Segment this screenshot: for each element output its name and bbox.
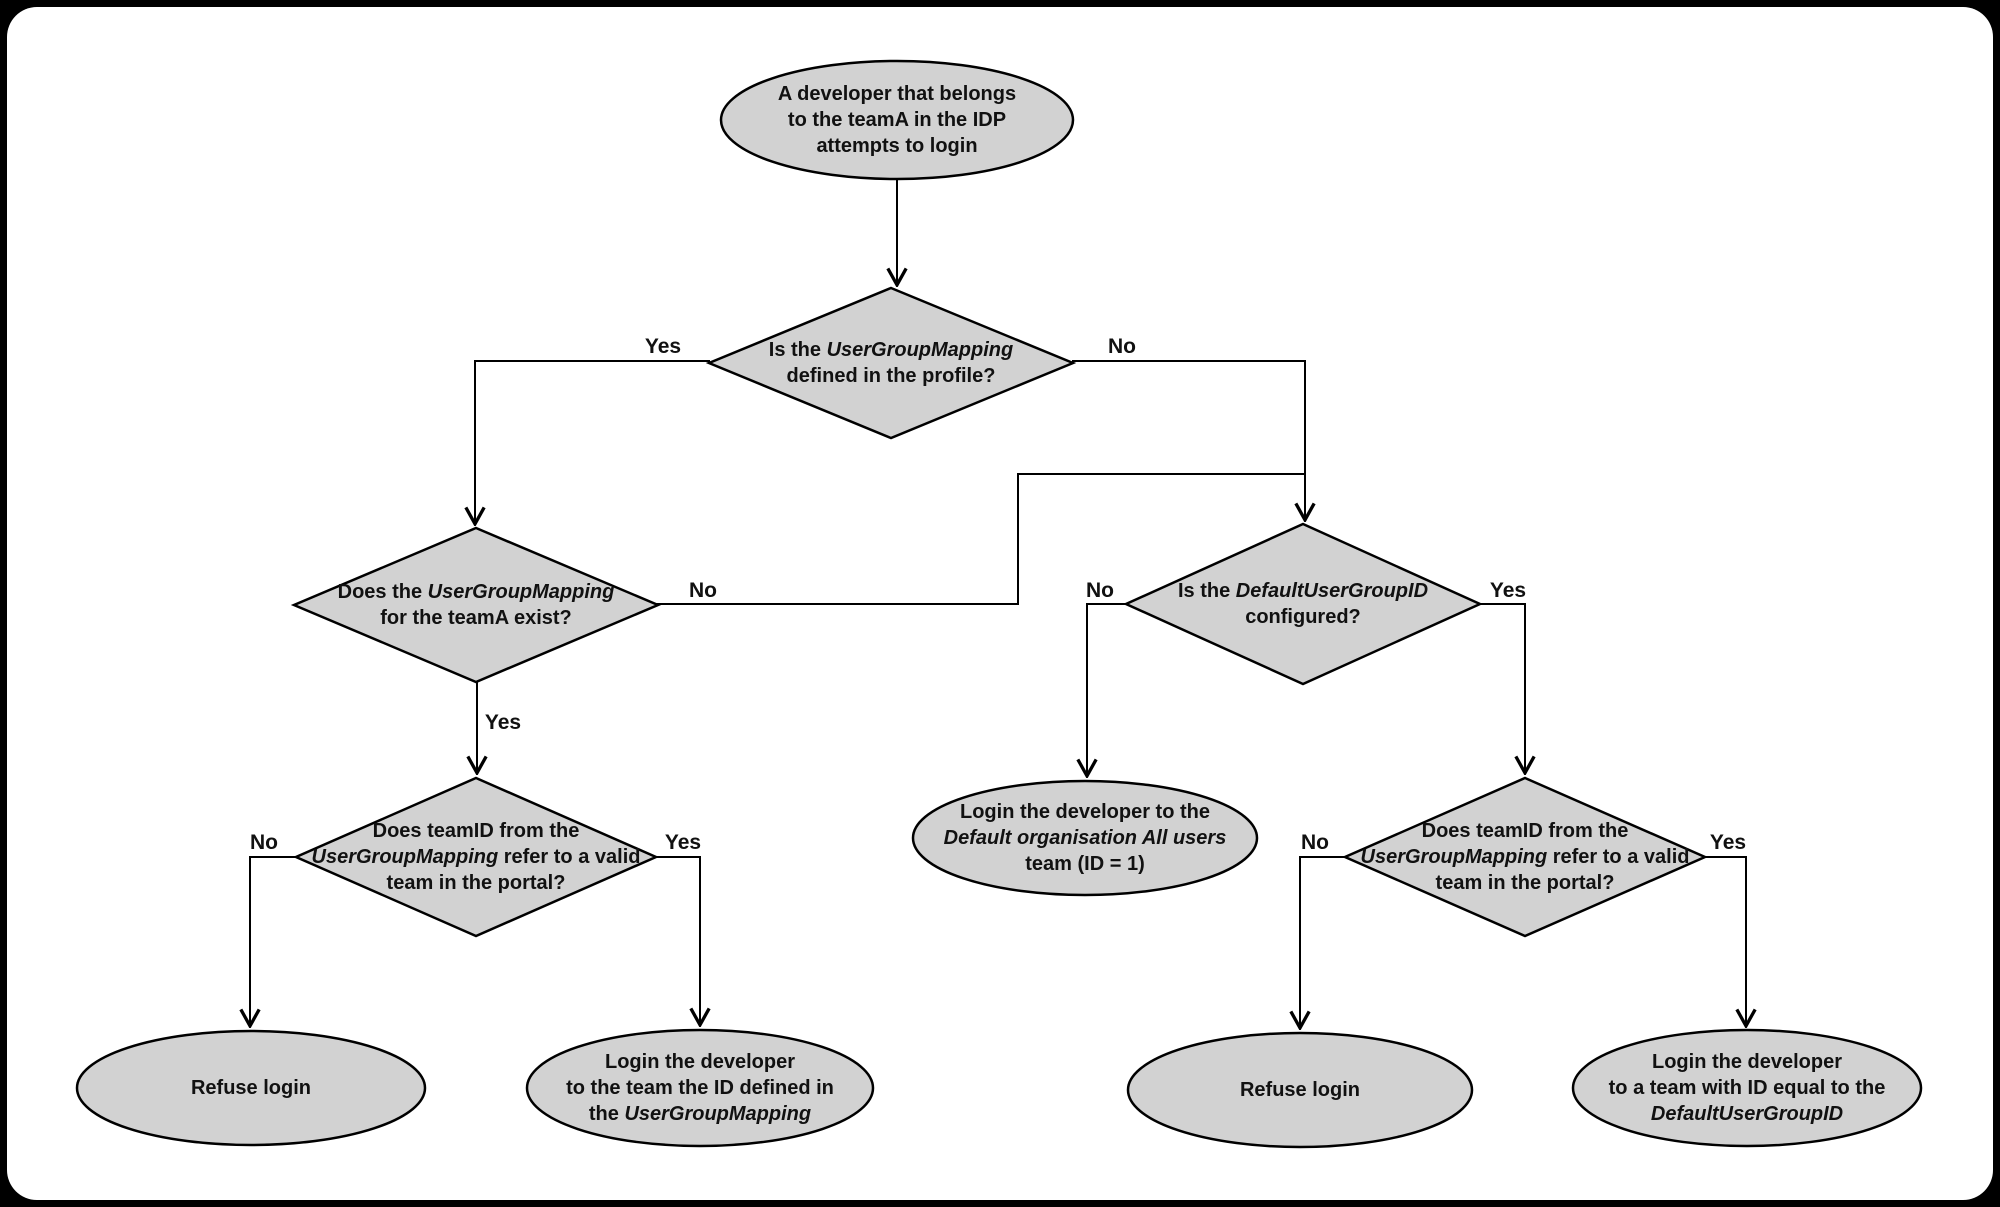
edge-label-defined-yes: Yes bbox=[644, 335, 682, 358]
edge-label-teamid-left-no: No bbox=[250, 831, 278, 854]
edge-teamid-left-yes bbox=[655, 856, 700, 1024]
edge-default-no bbox=[1087, 603, 1127, 775]
decision-teamid-valid-left-shape bbox=[292, 776, 660, 938]
edge-defined-no bbox=[1072, 360, 1305, 519]
edge-label-exists-no: No bbox=[689, 579, 717, 602]
edge-label-defined-no: No bbox=[1108, 335, 1136, 358]
edge-label-exists-yes: Yes bbox=[484, 711, 522, 734]
edge-label-default-yes: Yes bbox=[1489, 579, 1527, 602]
edge-default-yes bbox=[1479, 603, 1525, 772]
end-login-default-org-shape bbox=[911, 779, 1259, 897]
edge-teamid-left-no bbox=[250, 856, 297, 1025]
edge-teamid-right-no bbox=[1300, 856, 1346, 1027]
end-login-mapping-shape bbox=[525, 1028, 875, 1148]
end-login-default-id-shape bbox=[1571, 1028, 1923, 1148]
edge-exists-no bbox=[650, 473, 1304, 605]
decision-teamid-valid-right-shape bbox=[1341, 776, 1709, 938]
end-refuse-right-label: Refuse login bbox=[1239, 1079, 1360, 1101]
edge-label-teamid-right-yes: Yes bbox=[1709, 831, 1747, 854]
edge-teamid-right-yes bbox=[1704, 856, 1746, 1025]
decision-mapping-exists-shape bbox=[290, 526, 662, 684]
edge-label-default-no: No bbox=[1086, 579, 1114, 602]
decision-mapping-defined-shape bbox=[705, 286, 1077, 440]
end-refuse-left-label: Refuse login bbox=[190, 1077, 311, 1099]
end-refuse-right-shape bbox=[1126, 1031, 1474, 1149]
edge-label-teamid-right-no: No bbox=[1301, 831, 1329, 854]
start-node-shape bbox=[719, 59, 1075, 181]
decision-default-configured-shape bbox=[1122, 522, 1484, 686]
edge-defined-yes bbox=[475, 360, 710, 523]
end-refuse-left-shape bbox=[75, 1029, 427, 1147]
edge-label-teamid-left-yes: Yes bbox=[664, 831, 702, 854]
